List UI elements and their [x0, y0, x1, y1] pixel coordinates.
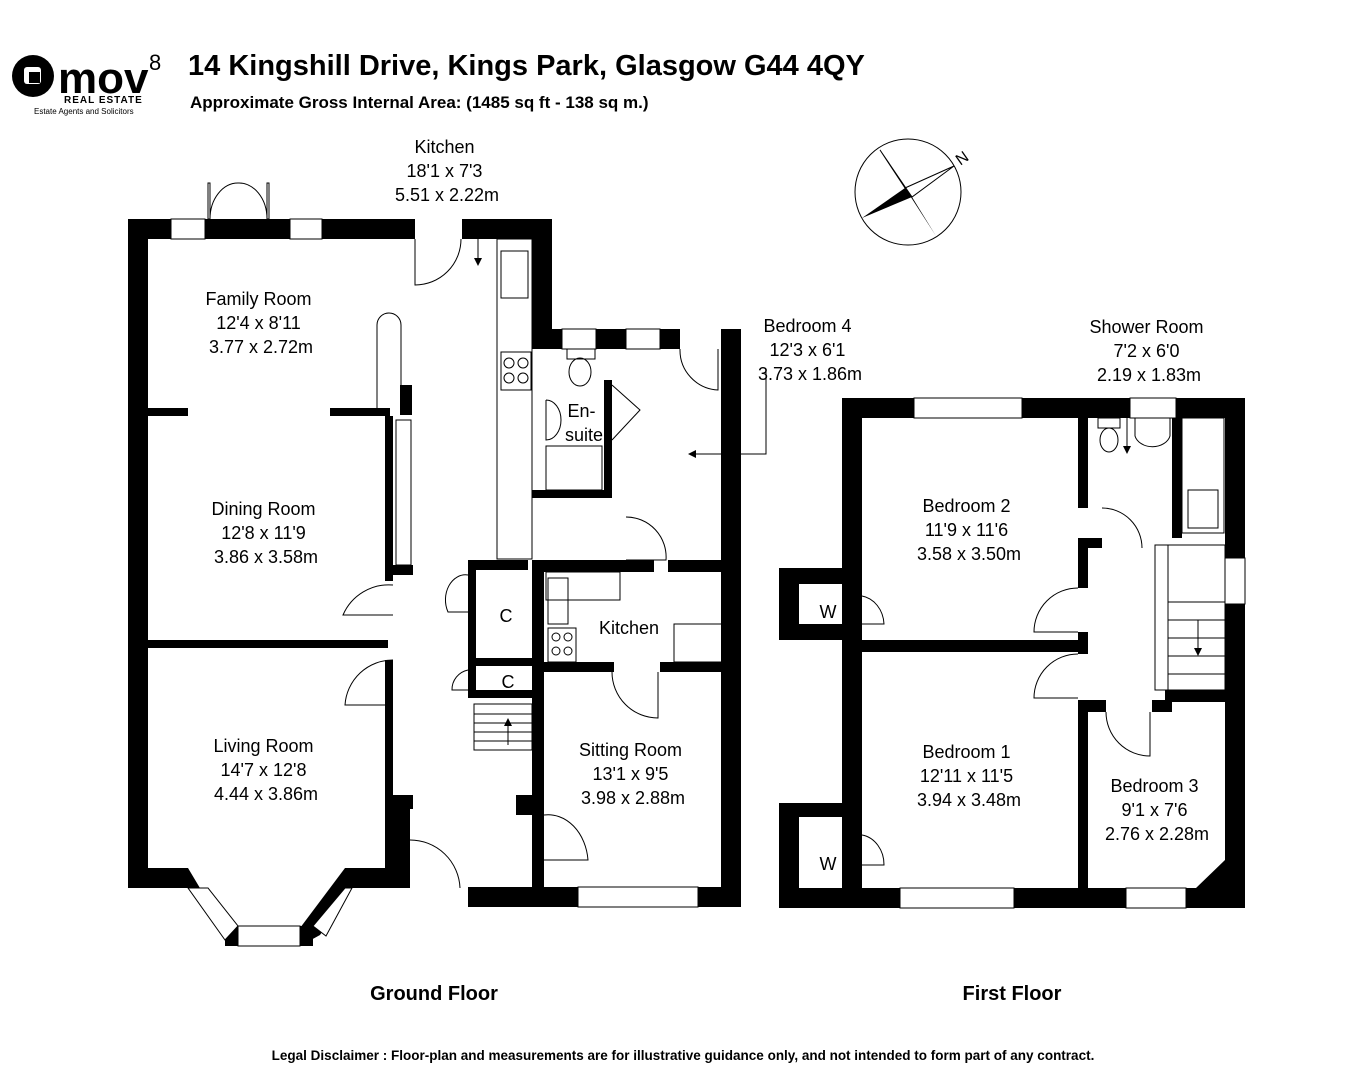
room-dining-room: Dining Room 12'8 x 11'9 3.86 x 3.58m: [211, 499, 320, 567]
room-kitchen-top: Kitchen 18'1 x 7'3 5.51 x 2.22m: [395, 137, 499, 205]
room-bedroom-3: Bedroom 3 9'1 x 7'6 2.76 x 2.28m: [1105, 776, 1209, 844]
first-floor-plan: [779, 397, 1246, 909]
compass-icon: N: [854, 138, 972, 246]
first-floor-labels: Shower Room 7'2 x 6'0 2.19 x 1.83m Bedro…: [820, 317, 1210, 1005]
ground-floor-plan: [128, 182, 767, 947]
first-floor-label: First Floor: [963, 983, 1062, 1005]
ground-floor-labels: Kitchen 18'1 x 7'3 5.51 x 2.22m Family R…: [205, 137, 862, 1005]
room-cupboard-1: C: [500, 606, 513, 626]
gross-internal-area: Approximate Gross Internal Area: (1485 s…: [190, 93, 649, 112]
room-family-room: Family Room 12'4 x 8'11 3.77 x 2.72m: [205, 289, 316, 357]
room-bedroom-4: Bedroom 4 12'3 x 6'1 3.73 x 1.86m: [758, 316, 862, 384]
property-address: 14 Kingshill Drive, Kings Park, Glasgow …: [188, 50, 865, 82]
ground-floor-label: Ground Floor: [370, 983, 498, 1005]
room-living-room: Living Room 14'7 x 12'8 4.44 x 3.86m: [213, 736, 318, 804]
mov8-logo: mov 8 REAL ESTATE Estate Agents and Soli…: [12, 50, 161, 116]
logo-tag: Estate Agents and Solicitors: [34, 107, 134, 116]
logo-sub: REAL ESTATE: [64, 95, 143, 106]
room-cupboard-2: C: [502, 672, 515, 692]
room-en-suite: En- suite: [565, 401, 603, 445]
compass-north-label: N: [953, 149, 972, 170]
room-wardrobe-2: W: [820, 854, 837, 874]
room-wardrobe-1: W: [820, 602, 837, 622]
logo-word: mov: [58, 54, 149, 103]
logo-sup: 8: [149, 50, 161, 75]
room-sitting-room: Sitting Room 13'1 x 9'5 3.98 x 2.88m: [579, 740, 687, 808]
room-kitchen-small: Kitchen: [599, 618, 659, 638]
legal-disclaimer: Legal Disclaimer : Floor-plan and measur…: [272, 1048, 1095, 1063]
room-bedroom-1: Bedroom 1 12'11 x 11'5 3.94 x 3.48m: [917, 742, 1021, 810]
room-bedroom-2: Bedroom 2 11'9 x 11'6 3.58 x 3.50m: [917, 496, 1021, 564]
room-shower-room: Shower Room 7'2 x 6'0 2.19 x 1.83m: [1089, 317, 1208, 385]
